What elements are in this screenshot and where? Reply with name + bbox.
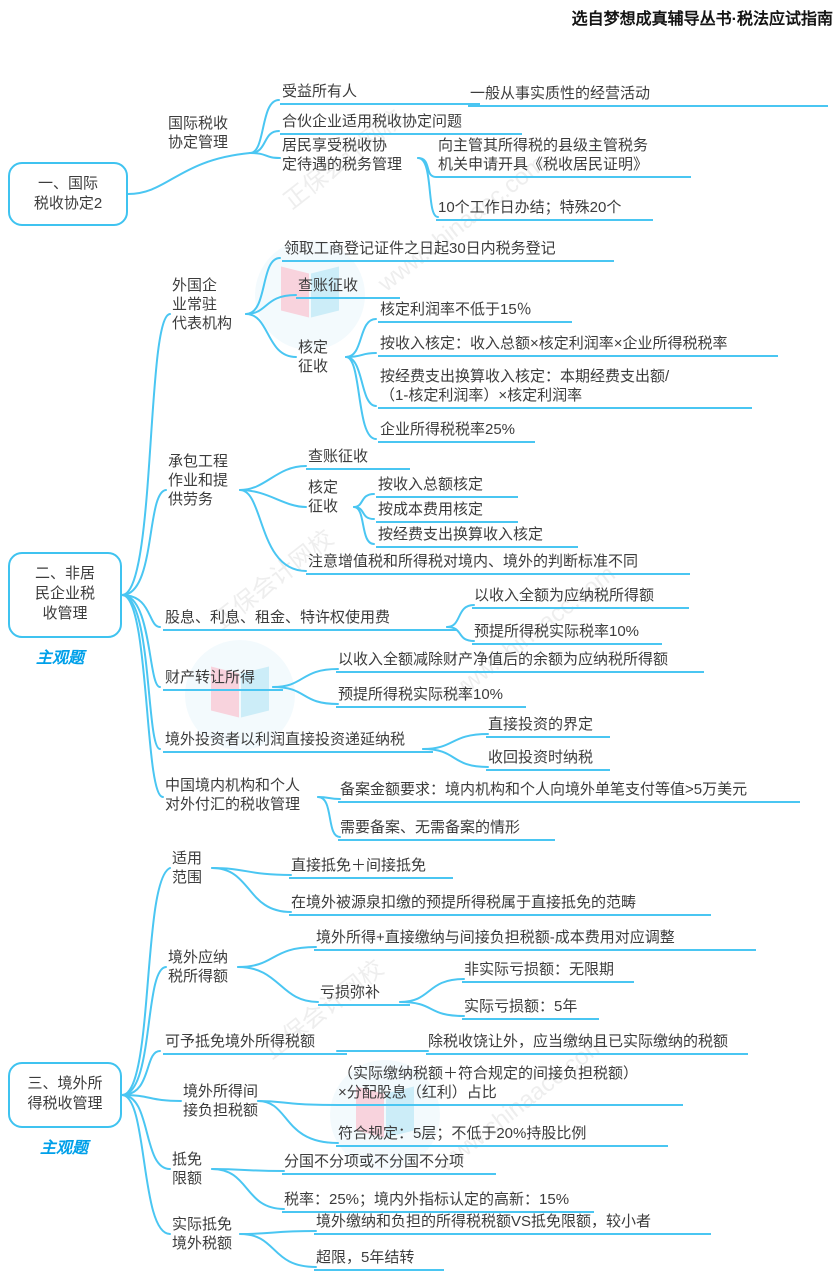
branch-contracting-services: 承包工程作业和提供劳务: [168, 453, 229, 508]
leaf-non-actual-loss: 非实际亏损额：无限期: [462, 960, 634, 983]
branch-reinvest-deferral: 境外投资者以利润直接投资递延纳税: [163, 730, 433, 753]
leaf-tax-registration-30days: 领取工商登记证件之日起30日内税务登记: [282, 239, 614, 262]
leaf-withheld-direct-credit: 在境外被源泉扣缴的预提所得税属于直接抵免的范畴: [289, 893, 711, 916]
branch-resident-treatment: 居民享受税收协定待遇的税务管理: [282, 137, 403, 173]
root-node-international-treaty: 一、国际 税收协定2: [8, 162, 128, 226]
leaf-vat-income-tax-note: 注意增值税和所得税对境内、境外的判断标准不同: [306, 552, 690, 575]
branch-property-transfer: 财产转让所得: [163, 668, 283, 691]
leaf-carryforward-5years: 超限，5年结转: [314, 1248, 444, 1271]
leaf-working-days: 10个工作日办结；特殊20个: [436, 198, 653, 221]
leaf-verify-total-income: 按收入总额核定: [376, 475, 518, 498]
leaf-vs-credit-limit: 境外缴纳和负担的所得税税额VS抵免限额，较小者: [314, 1212, 711, 1235]
root-node-line: 一、国际: [37, 175, 98, 192]
branch-rep-office: 外国企业常驻代表机构: [172, 277, 233, 332]
branch-dividends-interest-royalty: 股息、利息、租金、特许权使用费: [163, 608, 457, 631]
leaf-withholding-10-a: 预提所得税实际税率10%: [472, 622, 662, 645]
leaf-partnership-treaty: 合伙企业适用税收协定问题: [280, 112, 522, 135]
branch-outbound-payment: 中国境内机构和个人对外付汇的税收管理: [165, 777, 301, 813]
leaf-except-tax-sparing: 除税收饶让外，应当缴纳且已实际缴纳的税额: [426, 1032, 748, 1055]
leaf-cit-rate-25: 企业所得税税率25%: [378, 420, 535, 443]
leaf-beneficial-owner: 受益所有人: [280, 82, 480, 105]
branch-verified-collection-1: 核定征收: [298, 339, 329, 375]
leaf-actual-loss: 实际亏损额：5年: [462, 997, 599, 1020]
leaf-direct-investment-definition: 直接投资的界定: [486, 715, 610, 738]
branch-audit-collection-2: 查账征收: [306, 447, 410, 470]
branch-credit-limit: 抵免限额: [172, 1151, 203, 1187]
branch-creditable-foreign-tax: 可予抵免境外所得税额: [163, 1032, 347, 1055]
watermark-logo-icon: [255, 240, 365, 350]
leaf-by-country-not-by-item: 分国不分项或不分国不分项: [282, 1152, 496, 1175]
watermark-logo-icon: [330, 1060, 440, 1170]
leaf-full-income-taxable: 以收入全额为应纳税所得额: [472, 586, 689, 609]
root-node-line: 税收协定2: [33, 195, 103, 212]
subjective-question-badge: 主观题: [40, 1140, 89, 1157]
leaf-filing-amount: 备案金额要求：境内机构和个人向境外单笔支付等值>5万美元: [338, 780, 800, 803]
leaf-withholding-10-b: 预提所得税实际税率10%: [336, 685, 526, 708]
leaf-indirect-formula: （实际缴纳税额＋符合规定的间接负担税额）×分配股息（红利）占比: [336, 1064, 683, 1106]
branch-indirect-borne-tax: 境外所得间接负担税额: [183, 1083, 259, 1119]
leaf-pay-on-recovery: 收回投资时纳税: [486, 748, 610, 771]
subjective-question-badge: 主观题: [36, 650, 85, 667]
branch-audit-collection-1: 查账征收: [296, 276, 400, 299]
branch-scope: 适用范围: [172, 850, 203, 886]
page-title: 选自梦想成真辅导丛书·税法应试指南: [571, 11, 833, 28]
leaf-five-layers-20pct: 符合规定：5层；不低于20%持股比例: [336, 1124, 668, 1147]
leaf-filing-cases: 需要备案、无需备案的情形: [338, 818, 555, 841]
leaf-verify-expense-2: 按经费支出换算收入核定: [376, 525, 578, 548]
leaf-verify-by-income: 按收入核定：收入总额×核定利润率×企业所得税税率: [378, 334, 778, 357]
watermark-logo-icon: [185, 640, 295, 750]
branch-treaty-management: 国际税收协定管理: [168, 115, 229, 151]
branch-foreign-taxable-income: 境外应纳税所得额: [168, 949, 229, 985]
root-node-foreign-income: 三、境外所得税收管理: [8, 1062, 122, 1128]
root-node-nonresident-enterprise: 二、非居民企业税收管理: [8, 552, 122, 638]
leaf-rates-25-15: 税率：25%；境内外指标认定的高新：15%: [282, 1190, 594, 1213]
leaf-net-value-taxable: 以收入全额减除财产净值后的余额为应纳税所得额: [336, 650, 704, 673]
leaf-apply-certificate: 向主管其所得税的县级主管税务机关申请开具《税收居民证明》: [436, 136, 691, 178]
branch-verified-collection-2: 核定征收: [308, 479, 339, 515]
leaf-direct-plus-indirect-credit: 直接抵免＋间接抵免: [289, 856, 453, 879]
branch-actual-credit: 实际抵免境外税额: [172, 1216, 233, 1252]
leaf-profit-rate-15: 核定利润率不低于15％: [378, 300, 572, 323]
leaf-verify-by-expense: 按经费支出换算收入核定：本期经费支出额/（1-核定利润率）×核定利润率: [378, 367, 752, 409]
leaf-verify-cost: 按成本费用核定: [376, 500, 518, 523]
branch-loss-offset: 亏损弥补: [318, 983, 410, 1006]
leaf-substantive-activity: 一般从事实质性的经营活动: [468, 84, 828, 107]
leaf-income-formula: 境外所得+直接缴纳与间接负担税额-成本费用对应调整: [314, 928, 756, 951]
